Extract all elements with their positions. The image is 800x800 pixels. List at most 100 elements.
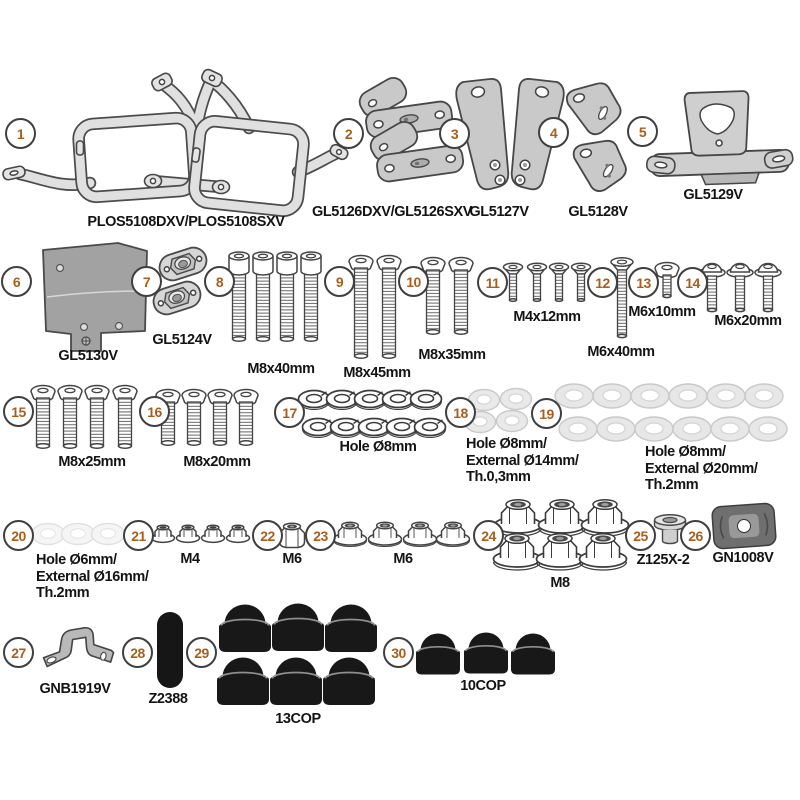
item-19-label: Hole Ø8mm/External Ø20mm/Th.2mm — [645, 444, 758, 494]
item-27-badge: 27 — [3, 637, 34, 668]
item-20-label-line: Hole Ø6mm/ — [36, 552, 117, 568]
rubber-strip-z2388-graphic — [157, 612, 183, 688]
item-6-label-line: GL5130V — [58, 348, 118, 364]
item-1-label-line: PLOS5108DXV/PLOS5108SXV — [87, 214, 285, 230]
item-18-label: Hole Ø8mm/External Ø14mm/Th.0,3mm — [466, 436, 579, 486]
item-20-badge: 20 — [3, 520, 34, 551]
item-12-label-line: M6x40mm — [587, 344, 655, 360]
item-29-label: 13COP — [275, 711, 321, 728]
item-12-label: M6x40mm — [587, 344, 655, 361]
item-29-label-line: 13COP — [275, 711, 321, 727]
screws-m4x12-graphic — [502, 262, 592, 303]
item-15-label-line: M8x25mm — [58, 454, 126, 470]
item-20-label-line: Th.2mm — [36, 585, 90, 601]
item-19-label-line: Th.2mm — [645, 477, 699, 493]
item-17-label: Hole Ø8mm — [340, 439, 417, 456]
item-16-label-line: M8x20mm — [183, 454, 251, 470]
item-20-label-line: External Ø16mm/ — [36, 568, 149, 585]
item-23-label-line: M6 — [393, 551, 413, 567]
item-21-label-line: M4 — [180, 551, 200, 567]
item-29-badge: 29 — [186, 637, 217, 668]
item-15-label: M8x25mm — [58, 454, 126, 471]
item-24-label: M8 — [550, 575, 570, 592]
item-5-label-line: GL5129V — [683, 187, 743, 203]
item-5-badge: 5 — [627, 116, 658, 147]
item-28-label-line: Z2388 — [148, 691, 188, 707]
item-17-label-line: Hole Ø8mm — [339, 439, 417, 455]
item-4-label-line: GL5128V — [568, 204, 628, 220]
item-19-label-line: External Ø20mm/ — [645, 460, 758, 477]
item-9-badge: 9 — [324, 266, 355, 297]
item-28-label: Z2388 — [148, 691, 188, 708]
item-4-badge: 4 — [538, 117, 569, 148]
item-8-label: M8x40mm — [247, 361, 315, 378]
item-2-label-line: GL5126DXV/GL5126SXV — [311, 204, 473, 220]
item-13-label: M6x10mm — [628, 304, 696, 321]
item-13-badge: 13 — [628, 267, 659, 298]
item-14-label-line: M6x20mm — [714, 313, 782, 329]
item-26-label-line: GN1008V — [712, 550, 774, 566]
washers-16mm-graphic — [30, 522, 126, 546]
item-2-label: GL5126DXV/GL5126SXV — [312, 204, 472, 221]
item-11-label-line: M4x12mm — [513, 309, 581, 325]
item-22-label-line: M6 — [282, 551, 302, 567]
item-16-label: M8x20mm — [183, 454, 251, 471]
plate-gl5129-graphic — [645, 90, 794, 186]
plate-gl5130-graphic — [42, 242, 148, 352]
item-18-label-line: Hole Ø8mm/ — [466, 436, 547, 452]
item-17-badge: 17 — [274, 397, 305, 428]
item-18-label-line: Th.0,3mm — [466, 469, 531, 485]
item-3-label-line: GL5127V — [469, 204, 529, 220]
item-24-badge: 24 — [473, 520, 504, 551]
bolts-m8x35-graphic — [421, 258, 473, 335]
item-23-label: M6 — [393, 551, 413, 568]
item-26-badge: 26 — [680, 520, 711, 551]
item-21-label: M4 — [180, 551, 200, 568]
nut-m6-graphic — [278, 522, 306, 549]
item-10-label: M8x35mm — [418, 347, 486, 364]
item-20-label: Hole Ø6mm/External Ø16mm/Th.2mm — [36, 552, 149, 602]
item-19-badge: 19 — [531, 398, 562, 429]
item-30-label-line: 10COP — [460, 678, 506, 694]
item-8-label-line: M8x40mm — [247, 361, 315, 377]
item-27-label: GNB1919V — [40, 681, 111, 698]
item-6-label: GL5130V — [58, 348, 118, 365]
item-2-badge: 2 — [333, 118, 364, 149]
bolts-m8x40-graphic — [228, 251, 322, 342]
item-23-badge: 23 — [305, 520, 336, 551]
spring-washers-graphic — [297, 389, 447, 439]
item-3-badge: 3 — [439, 118, 470, 149]
bolts-m8x20-graphic — [156, 390, 258, 446]
item-22-label: M6 — [282, 551, 302, 568]
item-13-label-line: M6x10mm — [628, 304, 696, 320]
bracket-gl5128-graphic — [565, 82, 630, 195]
item-15-badge: 15 — [3, 396, 34, 427]
item-8-badge: 8 — [204, 266, 235, 297]
strap-gnb1919-graphic — [42, 626, 115, 668]
item-16-badge: 16 — [139, 396, 170, 427]
item-21-badge: 21 — [123, 520, 154, 551]
item-30-label: 10COP — [460, 678, 506, 695]
item-10-label-line: M8x35mm — [418, 347, 486, 363]
item-14-badge: 14 — [677, 267, 708, 298]
caps-13cop-graphic — [216, 602, 378, 706]
item-30-badge: 30 — [383, 637, 414, 668]
item-18-badge: 18 — [445, 397, 476, 428]
item-22-badge: 22 — [252, 520, 283, 551]
item-6-badge: 6 — [1, 266, 32, 297]
item-5-label: GL5129V — [683, 187, 743, 204]
screw-m6x40-graphic — [610, 257, 634, 339]
item-25-badge: 25 — [625, 520, 656, 551]
bolts-m8x45-graphic — [349, 256, 401, 359]
item-4-label: GL5128V — [568, 204, 628, 221]
nuts-m6-graphic — [332, 521, 471, 548]
item-25-label: Z125X-2 — [637, 552, 690, 569]
nuts-m8-graphic — [492, 498, 630, 571]
item-12-badge: 12 — [587, 267, 618, 298]
item-1-label: PLOS5108DXV/PLOS5108SXV — [87, 214, 285, 231]
item-28-badge: 28 — [122, 637, 153, 668]
bracket-gl5127-graphic — [455, 78, 565, 191]
item-7-badge: 7 — [131, 266, 162, 297]
item-10-badge: 10 — [398, 266, 429, 297]
